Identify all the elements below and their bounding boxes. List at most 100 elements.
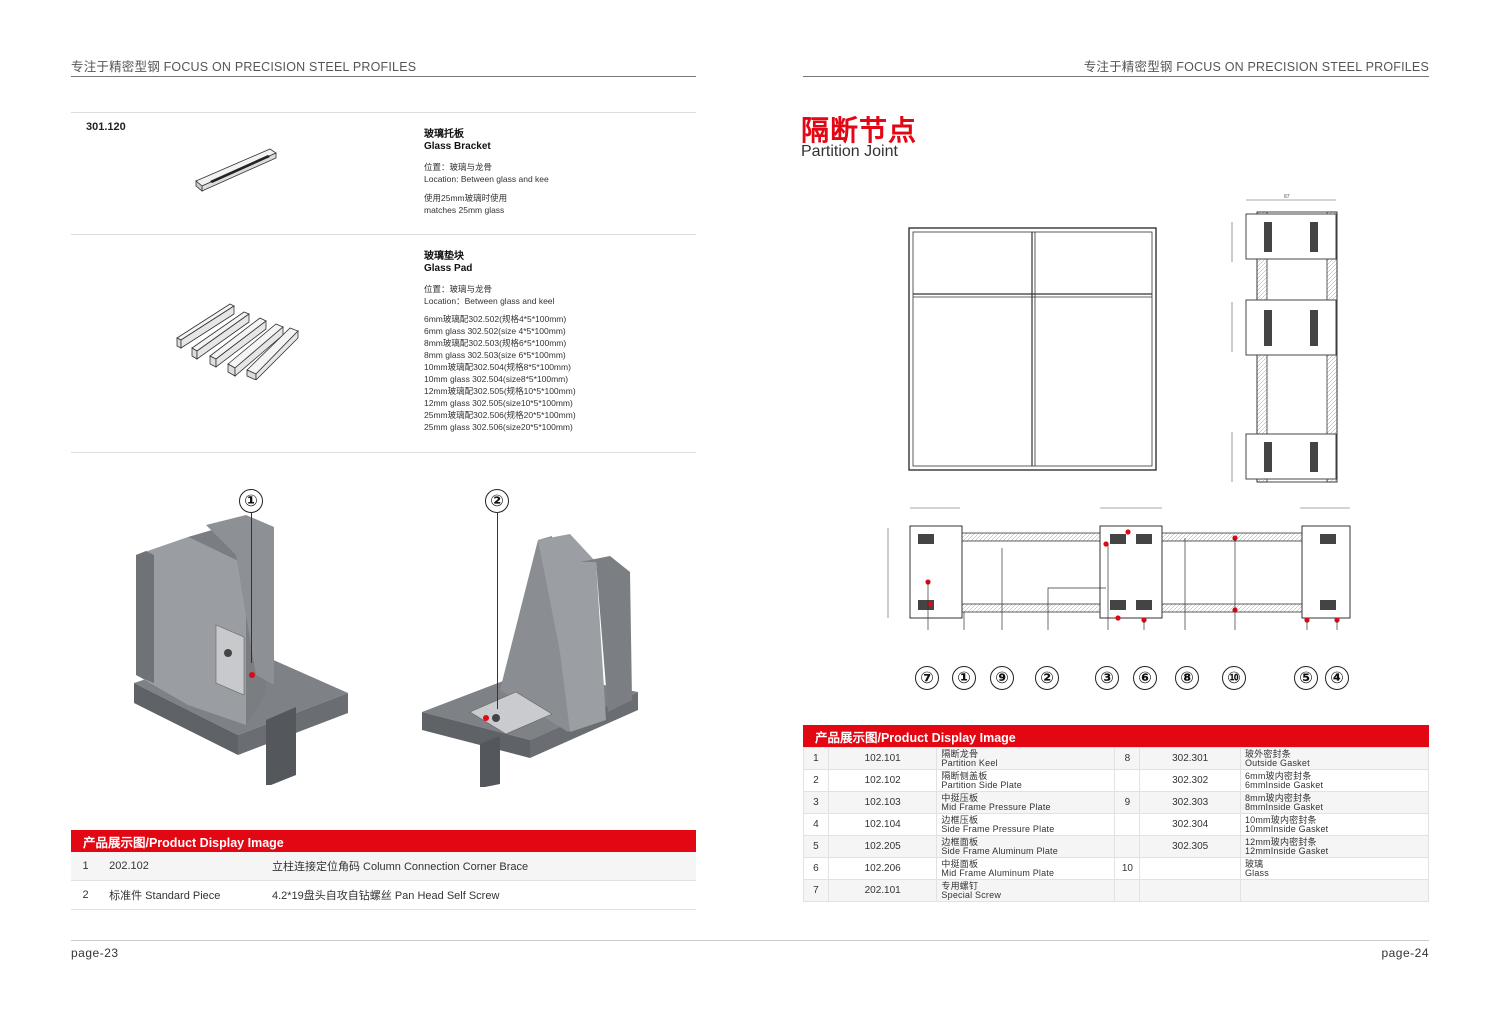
cell xyxy=(1114,813,1141,836)
name-en: 12mmInside Gasket xyxy=(1244,845,1329,856)
bracket-loc-en: Location: Between glass and kee xyxy=(424,174,549,184)
pad-spec-line: 6mm glass 302.502(size 4*5*100mm) xyxy=(424,326,566,336)
name-cn: 隔断侧盖板 xyxy=(941,770,988,781)
bracket-use-cn: 使用25mm玻璃时使用 xyxy=(424,193,508,203)
callout-marker: ⑥ xyxy=(1133,666,1157,690)
cell: 302.302 xyxy=(1139,769,1241,792)
pad-spec-line: 10mm玻璃配302.504(规格8*5*100mm) xyxy=(424,362,571,372)
cell-code: 202.102 xyxy=(101,852,264,881)
name-cn: 玻璃 xyxy=(1244,858,1264,869)
name-cn: 6mm玻内密封条 xyxy=(1244,770,1312,781)
pad-name-cn: 玻璃垫块 xyxy=(424,251,464,262)
header-rule-right xyxy=(803,76,1429,77)
page-number-right: page-24 xyxy=(1381,946,1429,960)
bracket-name-en: Glass Bracket xyxy=(424,141,491,152)
callout-marker: ② xyxy=(1035,666,1059,690)
cell: 302.301 xyxy=(1139,747,1241,770)
cell-desc: 立柱连接定位角码 Column Connection Corner Brace xyxy=(263,852,696,881)
assembly-image-1 xyxy=(134,515,348,785)
cell xyxy=(1114,835,1141,858)
cell: 302.303 xyxy=(1139,791,1241,814)
assembly-image-2 xyxy=(422,534,638,787)
name-en: 6mmInside Gasket xyxy=(1244,779,1324,790)
pad-spec-line: 6mm玻璃配302.502(规格4*5*100mm) xyxy=(424,314,567,324)
cell: 102.104 xyxy=(827,813,938,836)
name-cn: 12mm玻内密封条 xyxy=(1244,836,1317,847)
name-cn: 8mm玻内密封条 xyxy=(1244,792,1312,803)
name-en: Glass xyxy=(1244,867,1269,878)
marker-2: ② xyxy=(485,489,509,513)
cell-desc: 4.2*19盘头自攻自钻螺丝 Pan Head Self Screw xyxy=(263,880,696,910)
cell: 102.205 xyxy=(827,835,938,858)
cell: 202.101 xyxy=(827,879,938,902)
pad-spec-line: 25mm glass 302.506(size20*5*100mm) xyxy=(424,422,573,432)
callout-marker: ⑧ xyxy=(1175,666,1199,690)
callout-marker: ⑤ xyxy=(1294,666,1318,690)
cell: 102.103 xyxy=(827,791,938,814)
bracket-loc-cn: 位置：玻璃与龙骨 xyxy=(424,162,493,172)
header-rule-left xyxy=(71,76,696,77)
svg-text:87: 87 xyxy=(1284,194,1290,200)
glass-bracket-image xyxy=(195,148,277,192)
section-title-cn: 隔断节点 xyxy=(801,115,918,146)
table-title-left: 产品展示图/Product Display Image xyxy=(71,830,696,852)
pad-spec-line: 12mm玻璃配302.505(规格10*5*100mm) xyxy=(424,386,576,396)
glass-bracket-text: 玻璃托板 Glass Bracket 位置：玻璃与龙骨 Location: Be… xyxy=(424,129,684,216)
callout-marker: ⑩ xyxy=(1222,666,1246,690)
leader-line xyxy=(251,513,252,663)
cell: 302.304 xyxy=(1139,813,1241,836)
cell: 6 xyxy=(803,857,829,880)
name-cn: 边框压板 xyxy=(941,814,979,825)
name-cn: 边框面板 xyxy=(941,836,979,847)
header-left: 专注于精密型钢 FOCUS ON PRECISION STEEL PROFILE… xyxy=(71,60,417,74)
glass-pad-text: 玻璃垫块 Glass Pad 位置：玻璃与龙骨 Location：Between… xyxy=(424,251,684,433)
cell: 102.206 xyxy=(827,857,938,880)
name-cn: 10mm玻内密封条 xyxy=(1244,814,1317,825)
callout-marker: ③ xyxy=(1095,666,1119,690)
cell-name xyxy=(1239,879,1430,902)
cell: 7 xyxy=(803,879,829,902)
callout-marker: ④ xyxy=(1325,666,1349,690)
glass-pad-image xyxy=(176,303,299,380)
name-cn: 中挺压板 xyxy=(941,792,979,803)
name-en: Side Frame Aluminum Plate xyxy=(941,845,1058,856)
name-cn: 隔断龙骨 xyxy=(941,748,979,759)
vertical-section-drawing: 87 xyxy=(1231,194,1338,483)
cell: 9 xyxy=(1114,791,1141,814)
bracket-use-en: matches 25mm glass xyxy=(424,205,505,215)
pad-spec-line: 12mm glass 302.505(size10*5*100mm) xyxy=(424,398,573,408)
cell xyxy=(1139,857,1241,880)
pad-spec-list: 6mm玻璃配302.502(规格4*5*100mm) 6mm glass 302.… xyxy=(424,313,684,433)
name-cn: 中挺面板 xyxy=(941,858,979,869)
page-number-left: page-23 xyxy=(71,946,119,960)
marker-1: ① xyxy=(239,489,263,513)
callout-marker: ① xyxy=(952,666,976,690)
product-code: 301.120 xyxy=(86,121,126,133)
bracket-name-cn: 玻璃托板 xyxy=(424,129,464,140)
cell: 302.305 xyxy=(1139,835,1241,858)
cell-no: 2 xyxy=(71,880,102,910)
pad-spec-line: 10mm glass 302.504(size8*5*100mm) xyxy=(424,374,569,384)
cell: 5 xyxy=(803,835,829,858)
callout-marker: ⑨ xyxy=(990,666,1014,690)
